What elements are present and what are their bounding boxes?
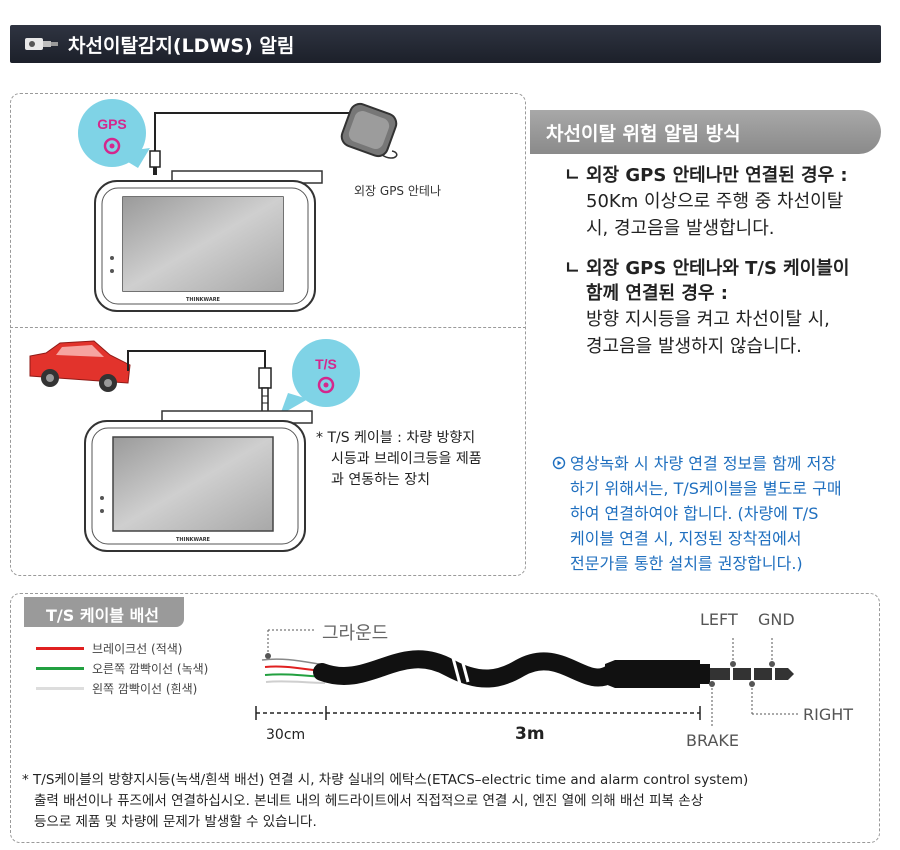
ts-note-line: 과 연동하는 장치 (331, 472, 431, 488)
recording-note-line: 하기 위해서는, T/S케이블을 별도로 구매 (570, 479, 842, 498)
ts-jack-icon (258, 367, 272, 415)
recording-note-line: 영상녹화 시 차량 연결 정보를 함께 저장 (570, 454, 837, 473)
svg-text:THINKWARE: THINKWARE (186, 297, 221, 303)
case-heading-line: 함께 연결된 경우 : (586, 283, 728, 304)
right-pin-label: RIGHT (803, 705, 854, 724)
footnote-line: 출력 배선이나 퓨즈에서 연결하십시오. 본네트 내의 헤드라이트에서 직접적으… (34, 793, 704, 809)
wiring-tab-title: T/S 케이블 배선 (24, 597, 184, 627)
wiring-box (10, 593, 880, 843)
alert-case-gps-only: ㄴ 외장 GPS 안테나만 연결된 경우 : 50Km 이상으로 주행 중 차선… (562, 163, 882, 242)
length-3m-label: 3m (515, 724, 545, 744)
connection-diagram: GPS THINKWARE (29, 99, 398, 552)
svg-text:THINKWARE: THINKWARE (176, 537, 211, 543)
case-bullet: ㄴ (564, 258, 581, 279)
ts-note-line: 시등과 브레이크등을 제품 (331, 451, 482, 467)
ts-bubble-label: T/S (315, 356, 337, 372)
camera-plug-icon (25, 38, 58, 50)
recording-note-line: 하여 연결하여야 합니다. (차량에 T/S (570, 504, 819, 523)
left-pin-label: LEFT (700, 610, 738, 629)
ts-note-line: * T/S 케이블 : 차량 방향지 (316, 430, 476, 446)
gnd-pin-label: GND (758, 610, 795, 629)
recording-note: 영상녹화 시 차량 연결 정보를 함께 저장 하기 위해서는, T/S케이블을 … (552, 451, 880, 576)
case-bullet: ㄴ (564, 165, 581, 186)
navigation-device-2: THINKWARE (84, 410, 313, 552)
gps-bubble-label: GPS (97, 116, 127, 132)
page-header: 차선이탈감지(LDWS) 알림 (10, 25, 881, 63)
ts-port-icon (317, 376, 335, 394)
case-heading-line: 외장 GPS 안테나와 T/S 케이블이 (586, 258, 850, 279)
footnote-line: 등으로 제품 및 차량에 문제가 발생할 수 있습니다. (34, 814, 317, 830)
case-body-line: 경고음을 발생하지 않습니다. (586, 336, 802, 357)
case-heading-line: 외장 GPS 안테나만 연결된 경우 : (586, 165, 848, 186)
gps-bubble: GPS (78, 99, 150, 168)
ts-cable-note: * T/S 케이블 : 차량 방향지 시등과 브레이크등을 제품 과 연동하는 … (316, 428, 516, 491)
ground-label: 그라운드 (322, 623, 389, 644)
brake-pin-label: BRAKE (686, 731, 739, 750)
ts-bubble: T/S (280, 339, 360, 415)
footnote-line: * T/S케이블의 방향지시등(녹색/흰색 배선) 연결 시, 차량 실내의 에… (22, 772, 749, 788)
case-body-line: 50Km 이상으로 주행 중 차선이탈 (586, 191, 844, 212)
wiring-footnote: * T/S케이블의 방향지시등(녹색/흰색 배선) 연결 시, 차량 실내의 에… (22, 770, 872, 833)
diagram-divider (10, 327, 526, 328)
case-body-line: 방향 지시등을 켜고 차선이탈 시, (586, 309, 830, 330)
gps-antenna-icon (340, 102, 398, 159)
connection-diagram-box (10, 93, 526, 576)
case-heading: ㄴ 외장 GPS 안테나만 연결된 경우 : (562, 163, 882, 188)
length-30cm-label: 30cm (266, 727, 306, 743)
car-icon (29, 340, 131, 392)
circle-play-icon (552, 456, 566, 470)
gps-antenna-label: 외장 GPS 안테나 (354, 184, 441, 198)
alert-cases: ㄴ 외장 GPS 안테나만 연결된 경우 : 50Km 이상으로 주행 중 차선… (562, 163, 882, 360)
alert-section-title: 차선이탈 위험 알림 방식 (530, 110, 881, 154)
recording-note-line: 전문가를 통한 설치를 권장합니다.) (570, 554, 803, 573)
page-title: 차선이탈감지(LDWS) 알림 (68, 35, 295, 57)
case-heading: ㄴ 외장 GPS 안테나와 T/S 케이블이 함께 연결된 경우 : (562, 256, 882, 306)
alert-case-gps-and-ts: ㄴ 외장 GPS 안테나와 T/S 케이블이 함께 연결된 경우 : 방향 지시… (562, 256, 882, 360)
navigation-device-1: THINKWARE (94, 170, 323, 312)
recording-note-line: 케이블 연결 시, 지정된 장착점에서 (570, 529, 802, 548)
gps-port-icon (103, 137, 121, 155)
case-body-line: 시, 경고음을 발생합니다. (586, 218, 775, 239)
